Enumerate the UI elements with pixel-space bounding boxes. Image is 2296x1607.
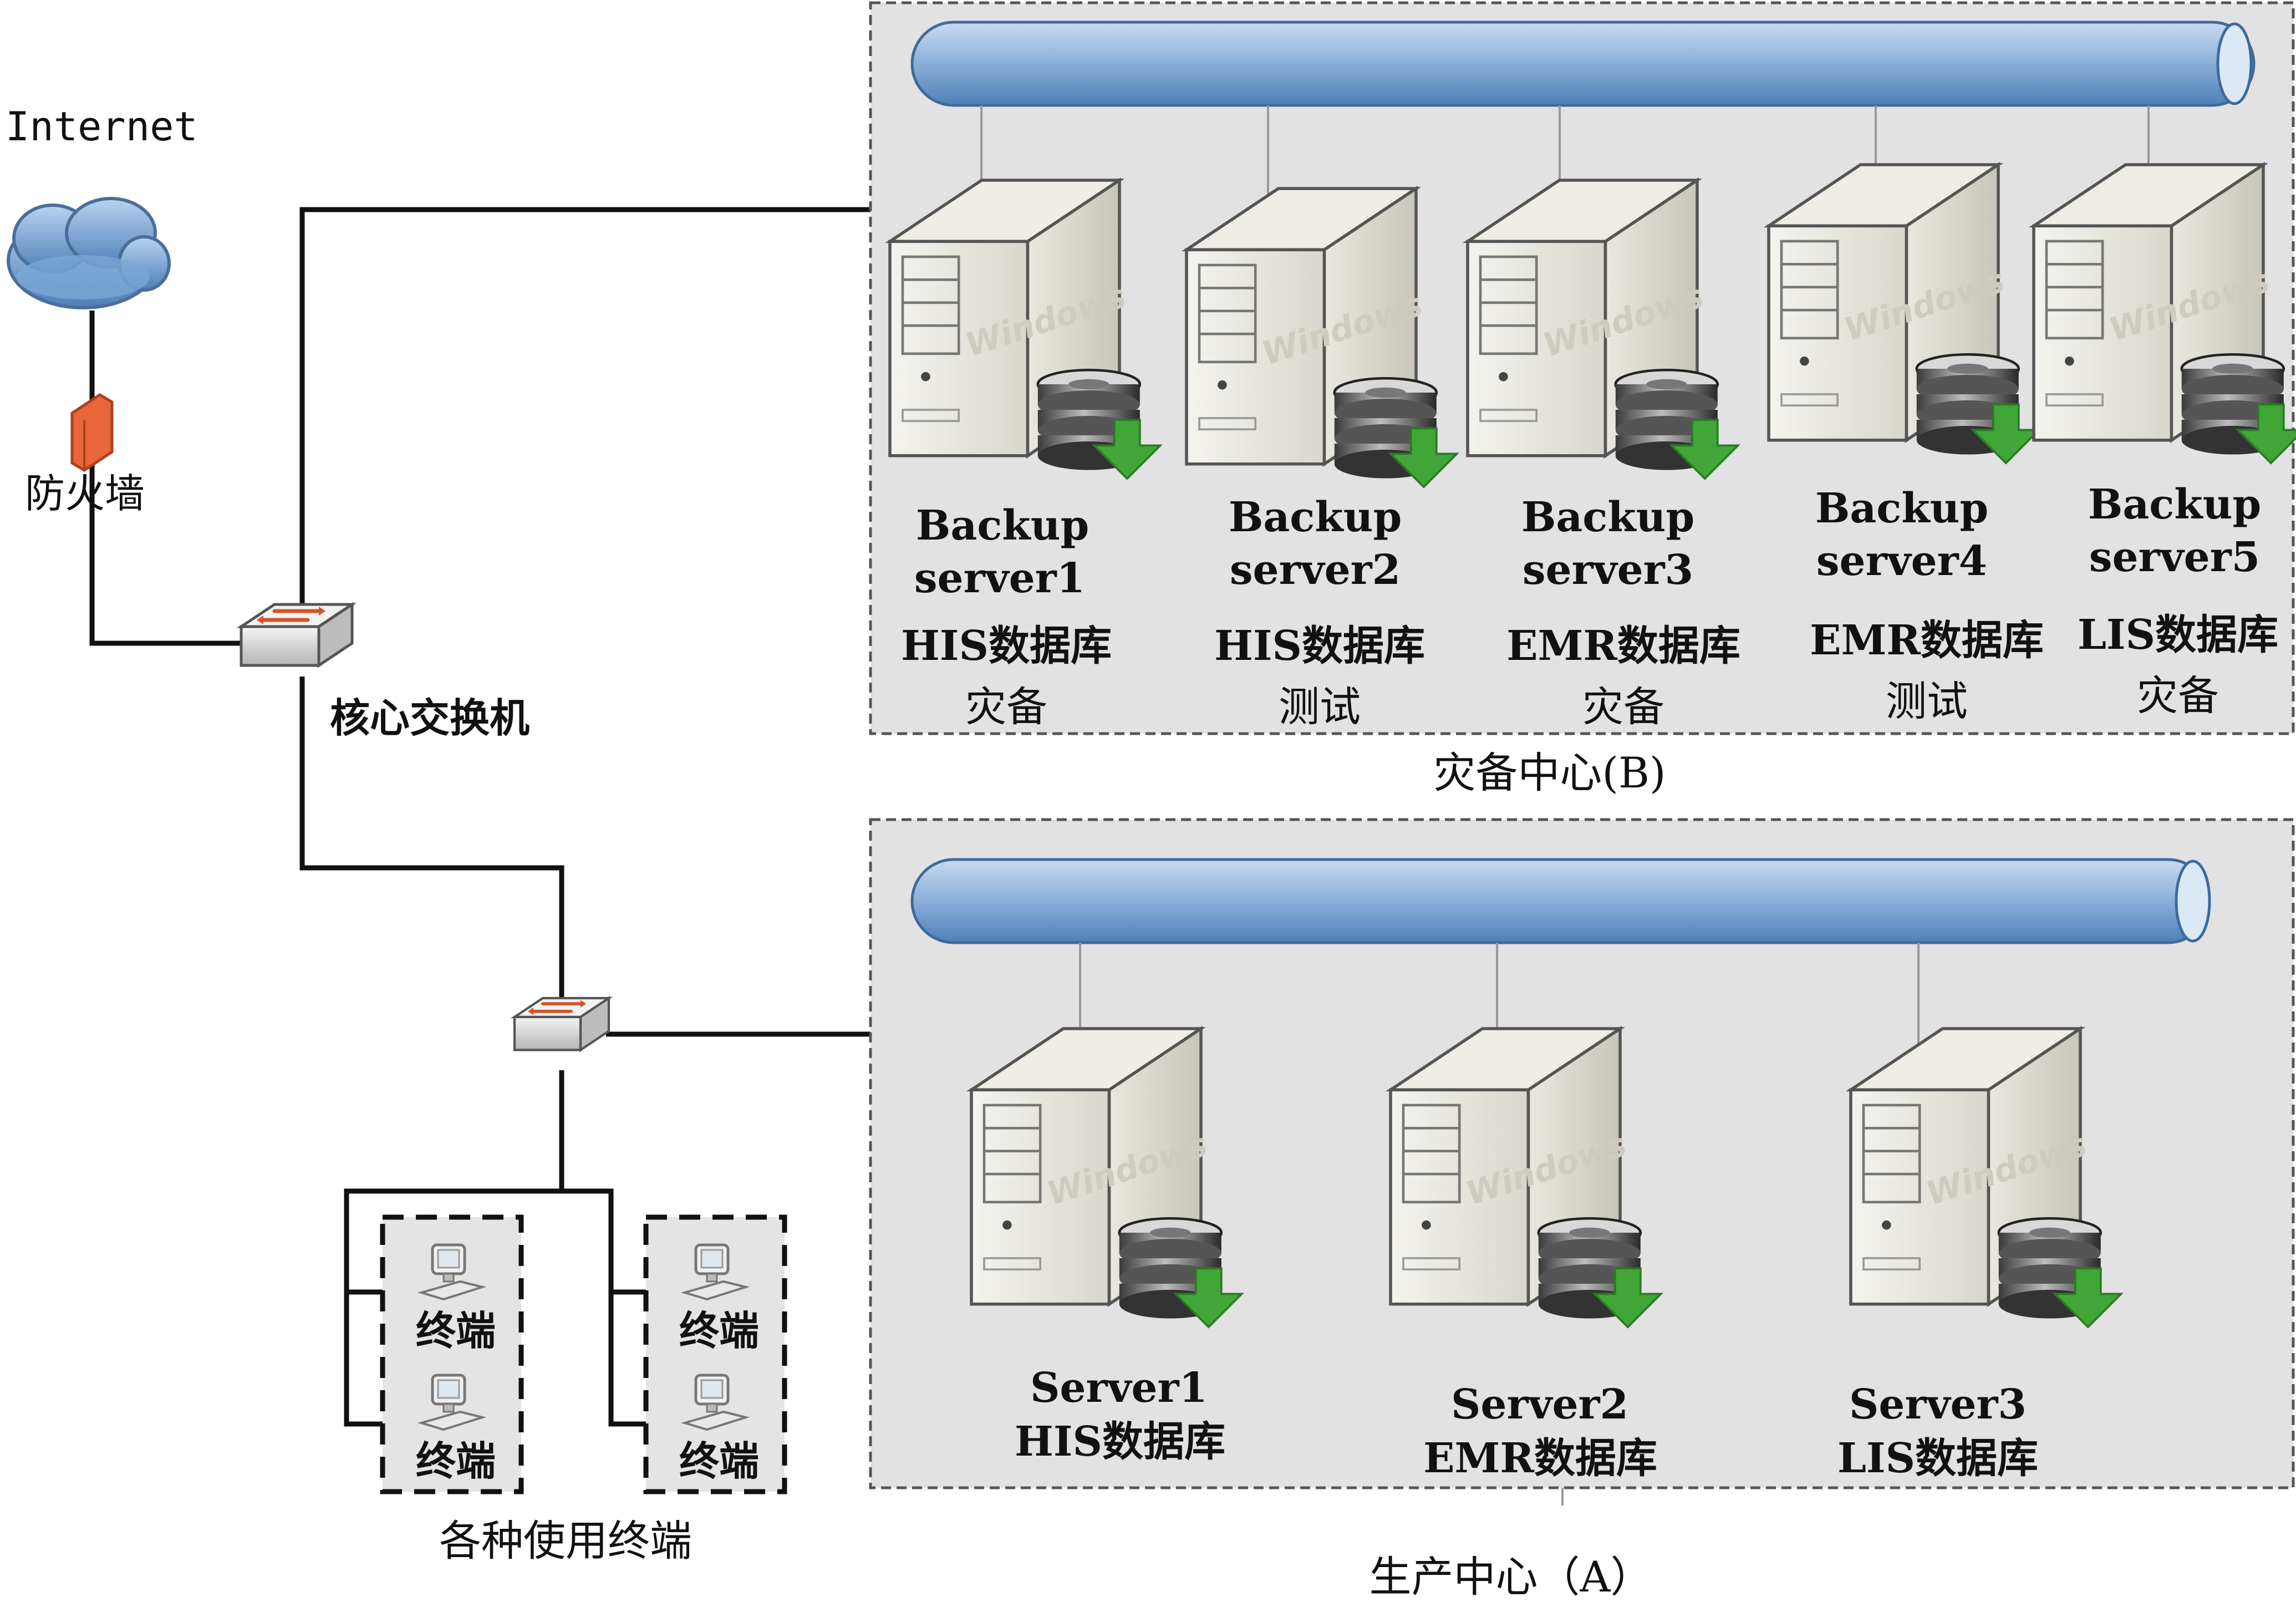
production-bus-pipe (910, 858, 2211, 944)
disaster-center-title: 灾备中心(B) (1433, 748, 1666, 797)
production-center-title: 生产中心（A） (1370, 1552, 1653, 1601)
disaster-bus-pipe (910, 21, 2256, 107)
backup-server-4-role2: 测试 (1886, 678, 1968, 725)
terminal-label: 终端 (416, 1308, 496, 1354)
backup-server-5-name: Backup (2088, 481, 2261, 528)
terminal-label: 终端 (679, 1308, 759, 1354)
backup-server-3: Windows (1468, 180, 1738, 479)
core-switch-icon (241, 604, 352, 665)
terminal-label: 终端 (416, 1438, 496, 1484)
backup-server-1-name: Backup (916, 502, 1089, 550)
backup-server-4-name: Backup (1815, 485, 1988, 532)
production-server-2-role: EMR数据库 (1423, 1435, 1657, 1482)
backup-server-1: Windows (890, 180, 1160, 479)
internet-label: Internet (6, 103, 198, 150)
production-server-3-role: LIS数据库 (1837, 1435, 2038, 1482)
backup-server-5-role2: 灾备 (2137, 672, 2219, 720)
production-server-1-name: Server1 (1030, 1364, 1208, 1412)
access-switch-icon (515, 998, 609, 1050)
production-server-2-name: Server2 (1451, 1381, 1628, 1428)
backup-server-4: Windows (1769, 165, 2039, 463)
backup-server-1-role: HIS数据库 (901, 622, 1112, 670)
backup-server-5-name2: server5 (2089, 533, 2260, 581)
backup-server-4-name2: server4 (1816, 537, 1987, 585)
backup-server-3-name2: server3 (1523, 546, 1693, 594)
production-server-1-role: HIS数据库 (1015, 1418, 1225, 1466)
backup-server-1-role2: 灾备 (965, 683, 1047, 731)
backup-server-3-role: EMR数据库 (1506, 622, 1740, 670)
backup-server-5: Windows (2034, 165, 2296, 463)
production-server-3-name: Server3 (1849, 1381, 2027, 1428)
backup-server-2-role: HIS数据库 (1214, 622, 1425, 670)
backup-server-1-name2: server1 (914, 555, 1085, 602)
backup-server-2-name: Backup (1229, 494, 1402, 541)
terminal-label: 终端 (679, 1438, 759, 1484)
backup-server-3-role2: 灾备 (1582, 683, 1664, 731)
production-server-2: Windows (1391, 1029, 1661, 1327)
production-server-3: Windows (1851, 1029, 2121, 1327)
production-server-1: Windows (971, 1029, 1242, 1327)
backup-server-2: Windows (1187, 189, 1457, 487)
backup-server-5-role: LIS数据库 (2078, 611, 2278, 659)
core-switch-label: 核心交换机 (330, 695, 530, 741)
backup-server-4-role: EMR数据库 (1810, 617, 2044, 664)
network-links (89, 207, 870, 1427)
firewall-icon (70, 393, 114, 472)
cloud-icon (7, 197, 171, 309)
firewall-label: 防火墙 (25, 470, 145, 517)
terminals-group-label: 各种使用终端 (439, 1516, 692, 1565)
backup-server-3-name: Backup (1521, 494, 1694, 541)
backup-server-2-role2: 测试 (1279, 683, 1361, 731)
backup-server-2-name2: server2 (1230, 546, 1401, 594)
